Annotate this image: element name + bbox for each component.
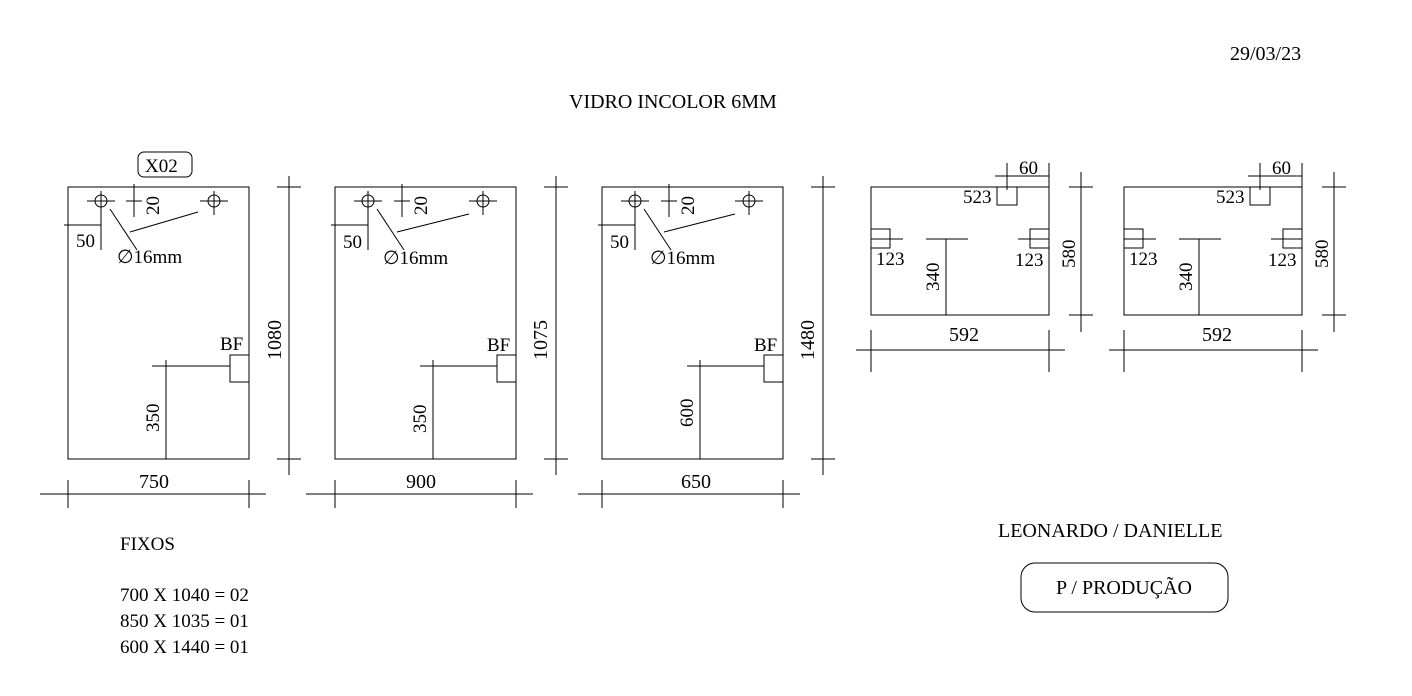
bf-notch	[229, 354, 250, 383]
left-notch-dim: 123	[876, 249, 905, 270]
hole-top-dim: 20	[411, 196, 432, 215]
glass-panel-outline	[601, 186, 784, 460]
hole-right	[469, 191, 497, 215]
fixos-heading: FIXOS	[120, 534, 175, 555]
height-dim: 1080	[264, 320, 286, 360]
production-stamp-box	[1020, 562, 1229, 613]
small-panel-2: 60 523 123 123 340 580 592	[1109, 158, 1346, 372]
hole-top-dim: 20	[678, 196, 699, 215]
small-panel-1: 60 523 123 123 340 580 592	[856, 158, 1093, 372]
bf-height-dim: 350	[143, 404, 164, 433]
hole-offset-dim: 50	[343, 232, 362, 253]
fixos-line-1: 700 X 1040 = 02	[120, 585, 249, 606]
bf-label: BF	[220, 334, 243, 355]
fixos-list: FIXOS 700 X 1040 = 02 850 X 1035 = 01 60…	[120, 534, 249, 658]
date-label: 29/03/23	[1230, 43, 1301, 65]
hole-right	[735, 191, 763, 215]
bf-notch	[763, 354, 784, 383]
bf-height-dim: 600	[677, 399, 698, 428]
glass-panel-outline	[67, 186, 250, 460]
right-notch-dim: 123	[1015, 250, 1044, 271]
notch-top-dim: 523	[963, 187, 992, 208]
center-dim: 340	[923, 263, 944, 292]
hole-diameter-label: ∅16mm	[117, 247, 182, 268]
fixos-line-3: 600 X 1440 = 01	[120, 637, 249, 658]
hole-left	[354, 191, 382, 215]
bf-label: BF	[487, 335, 510, 356]
width-dim: 592	[1202, 324, 1232, 346]
width-dim: 592	[949, 324, 979, 346]
panel-2: 20 50 ∅16mm BF 350 1075 900	[306, 176, 568, 508]
height-dim: 580	[1059, 240, 1080, 269]
hole-diameter-label: ∅16mm	[650, 248, 715, 269]
hole-top-dim: 20	[143, 196, 164, 215]
notch-top-dim: 523	[1216, 187, 1245, 208]
hole-right	[200, 191, 228, 215]
center-dim: 340	[1176, 263, 1197, 292]
notch-top-width-dim: 60	[1272, 158, 1291, 179]
leader-line	[109, 208, 138, 251]
fixos-line-2: 850 X 1035 = 01	[120, 611, 249, 632]
glass-panel-outline	[870, 186, 1050, 316]
height-dim: 1075	[530, 320, 552, 360]
width-dim: 650	[681, 471, 711, 493]
panel-3: 20 50 ∅16mm BF 600 1480 650	[578, 176, 835, 508]
hole-offset-dim: 50	[610, 232, 629, 253]
height-dim: 580	[1312, 240, 1333, 269]
bf-label: BF	[754, 335, 777, 356]
panel-tag-box	[137, 151, 193, 178]
glass-panel-outline	[1123, 186, 1303, 316]
width-dim: 900	[406, 471, 436, 493]
panel-tag: X02	[145, 156, 178, 177]
drawing-title: VIDRO INCOLOR 6MM	[569, 91, 777, 113]
width-dim: 750	[139, 471, 169, 493]
right-notch-dim: 123	[1268, 250, 1297, 271]
client-name: LEONARDO / DANIELLE	[998, 520, 1222, 542]
glass-panel-outline	[334, 186, 517, 460]
notch-top-width-dim: 60	[1019, 158, 1038, 179]
panel-1: X02 20 50 ∅16mm BF 350 1080	[40, 151, 301, 508]
bf-notch	[496, 354, 517, 383]
production-stamp: P / PRODUÇÃO	[1056, 575, 1192, 599]
hole-offset-dim: 50	[76, 231, 95, 252]
left-notch-dim: 123	[1129, 249, 1158, 270]
height-dim: 1480	[797, 320, 819, 360]
hole-diameter-label: ∅16mm	[383, 248, 448, 269]
bf-height-dim: 350	[410, 405, 431, 434]
